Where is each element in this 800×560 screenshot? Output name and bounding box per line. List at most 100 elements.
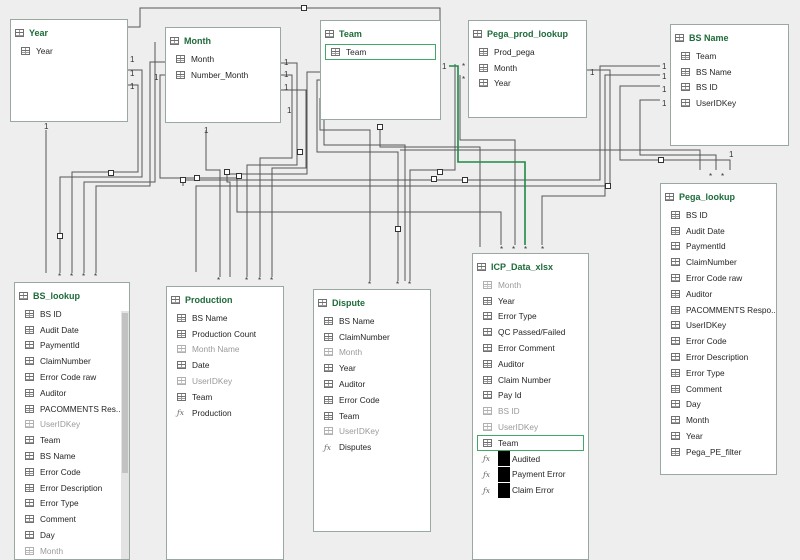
table-header[interactable]: BS_lookup (15, 286, 129, 306)
table-header[interactable]: Dispute (314, 293, 430, 313)
table-header[interactable]: Year (11, 23, 127, 43)
field-item[interactable]: Year (314, 360, 430, 376)
relationship-line[interactable] (83, 42, 156, 273)
table-header[interactable]: Team (321, 24, 440, 44)
field-item[interactable]: BS Name (15, 448, 129, 464)
field-item[interactable]: Error Type (15, 496, 129, 512)
field-item[interactable]: UserIDKey (473, 419, 588, 435)
field-item[interactable]: Date (167, 357, 283, 373)
field-item[interactable]: Production Count (167, 326, 283, 342)
field-item[interactable]: ClaimNumber (661, 254, 776, 270)
field-item[interactable]: BS ID (15, 306, 129, 322)
field-item[interactable]: PaymentId (15, 338, 129, 354)
field-item[interactable]: Month (473, 277, 588, 293)
field-item[interactable]: Day (15, 527, 129, 543)
field-item[interactable]: Claim Number (473, 372, 588, 388)
field-item[interactable]: Team (477, 434, 584, 451)
relationship-line[interactable] (409, 64, 456, 281)
field-item[interactable]: Auditor (473, 356, 588, 372)
relationship-line[interactable] (541, 74, 660, 245)
relationship-line[interactable] (319, 98, 371, 281)
field-item[interactable]: PACOMMENTS Respo... (661, 302, 776, 318)
relationship-line[interactable] (379, 125, 481, 247)
field-item[interactable]: Error Type (661, 365, 776, 381)
field-item[interactable]: BS ID (661, 207, 776, 223)
field-item[interactable]: Team (15, 432, 129, 448)
field-item[interactable]: Month (469, 60, 586, 76)
table-header[interactable]: Production (167, 290, 283, 310)
field-item[interactable]: Comment (661, 381, 776, 397)
field-item[interactable]: Audit Date (661, 223, 776, 239)
relationship-line[interactable] (259, 74, 293, 277)
relationship-line-selected[interactable] (449, 65, 526, 245)
relationship-line[interactable] (316, 79, 399, 281)
relationship-line[interactable] (271, 89, 307, 277)
field-item[interactable]: ClaimNumber (314, 329, 430, 345)
field-item[interactable]: BS ID (671, 80, 788, 96)
field-item[interactable]: Error Code raw (661, 270, 776, 286)
field-item[interactable]: UserIDKey (314, 424, 430, 440)
relationship-line[interactable] (95, 61, 165, 273)
field-item[interactable]: Prod_pega (469, 44, 586, 60)
field-item[interactable]: UserIDKey (671, 95, 788, 111)
field-item[interactable]: UserIDKey (167, 373, 283, 389)
field-item[interactable]: Pega_PE_filter (661, 444, 776, 460)
field-item[interactable]: Year (661, 428, 776, 444)
table-header[interactable]: BS Name (671, 28, 788, 48)
field-item[interactable]: Team (325, 44, 436, 60)
relationship-line[interactable] (246, 62, 298, 277)
field-item[interactable]: Month Name (167, 342, 283, 358)
field-item[interactable]: BS Name (167, 310, 283, 326)
table-header[interactable]: Pega_lookup (661, 187, 776, 207)
table-header[interactable]: Pega_prod_lookup (469, 24, 586, 44)
field-item[interactable]: Error Code (314, 392, 430, 408)
relationship-line[interactable] (400, 149, 701, 170)
field-item[interactable]: Error Code (661, 333, 776, 349)
field-item[interactable]: Team (167, 389, 283, 405)
field-item[interactable]: QC Passed/Failed (473, 324, 588, 340)
field-item[interactable]: BS Name (314, 313, 430, 329)
field-item[interactable]: PaymentId (661, 239, 776, 255)
field-item[interactable]: Comment (15, 511, 129, 527)
field-item[interactable]: BS ID (473, 403, 588, 419)
field-item[interactable]: UserIDKey (661, 318, 776, 334)
field-item[interactable]: Error Code (15, 464, 129, 480)
scrollbar-thumb[interactable] (122, 313, 128, 473)
field-item[interactable]: Pay Id (473, 388, 588, 404)
field-item[interactable]: Error Type (473, 309, 588, 325)
field-item[interactable]: Month (166, 51, 280, 67)
table-header[interactable]: ICP_Data_xlsx (473, 257, 588, 277)
field-item[interactable]: BS Name (671, 64, 788, 80)
field-item[interactable]: Month (15, 543, 129, 559)
field-item[interactable]: Error Comment (473, 340, 588, 356)
field-item[interactable]: Audit Date (15, 322, 129, 338)
field-item[interactable]: Team (314, 408, 430, 424)
relationship-line[interactable] (59, 69, 143, 273)
field-item[interactable]: Month (661, 412, 776, 428)
field-item[interactable]: PACOMMENTS Res... (15, 401, 129, 417)
relationship-line[interactable] (639, 99, 717, 170)
field-item[interactable]: Day (661, 397, 776, 413)
relationship-line[interactable] (619, 85, 731, 170)
field-item[interactable]: Year (469, 76, 586, 92)
relationship-line[interactable] (459, 75, 516, 245)
field-item[interactable]: Error Description (15, 480, 129, 496)
field-item[interactable]: Auditor (314, 376, 430, 392)
field-item[interactable]: Team (671, 48, 788, 64)
field-item[interactable]: Number_Month (166, 67, 280, 83)
field-item[interactable]: Year (473, 293, 588, 309)
relationship-line[interactable] (205, 130, 221, 277)
